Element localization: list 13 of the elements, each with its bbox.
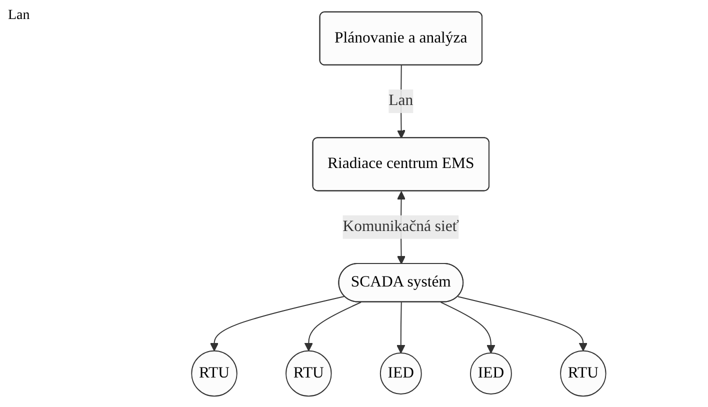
edge-label: Lan bbox=[388, 92, 414, 109]
arrow bbox=[396, 301, 406, 353]
node-circle: RTU bbox=[286, 350, 332, 396]
node-circle: IED bbox=[380, 352, 422, 394]
node-circle: IED bbox=[470, 352, 512, 394]
node-circle: RTU bbox=[560, 350, 607, 396]
edge-label: Komunikačná sieť bbox=[342, 218, 460, 234]
bus-label: Lan bbox=[8, 8, 31, 24]
arrow bbox=[210, 295, 346, 351]
arrow bbox=[458, 296, 588, 351]
arrow bbox=[440, 301, 496, 353]
node-circle: RTU bbox=[191, 350, 238, 396]
arrow bbox=[304, 301, 362, 351]
